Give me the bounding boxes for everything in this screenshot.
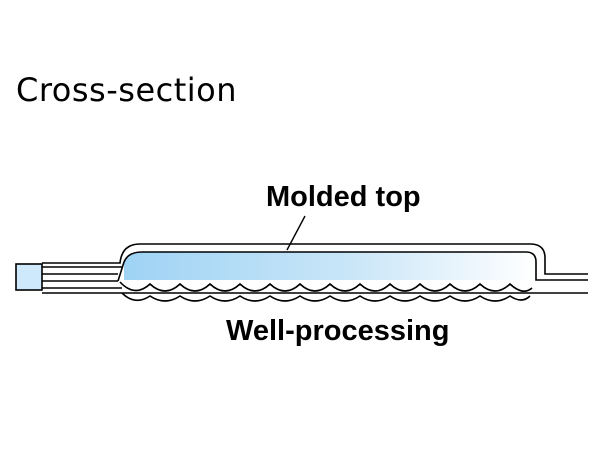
well-scallop-lower bbox=[121, 292, 531, 302]
liquid-fill bbox=[124, 252, 536, 280]
molded-top-outline bbox=[42, 243, 588, 275]
molded-top-inner bbox=[117, 251, 588, 282]
molded-top-leader bbox=[286, 215, 306, 251]
well-processing-label: Well-processing bbox=[226, 315, 450, 347]
page-title: Cross-section bbox=[16, 71, 238, 109]
inlet-tube bbox=[42, 266, 122, 289]
square-port-icon bbox=[15, 263, 43, 291]
molded-top-label: Molded top bbox=[266, 181, 421, 213]
well-scallop-upper bbox=[119, 281, 533, 292]
